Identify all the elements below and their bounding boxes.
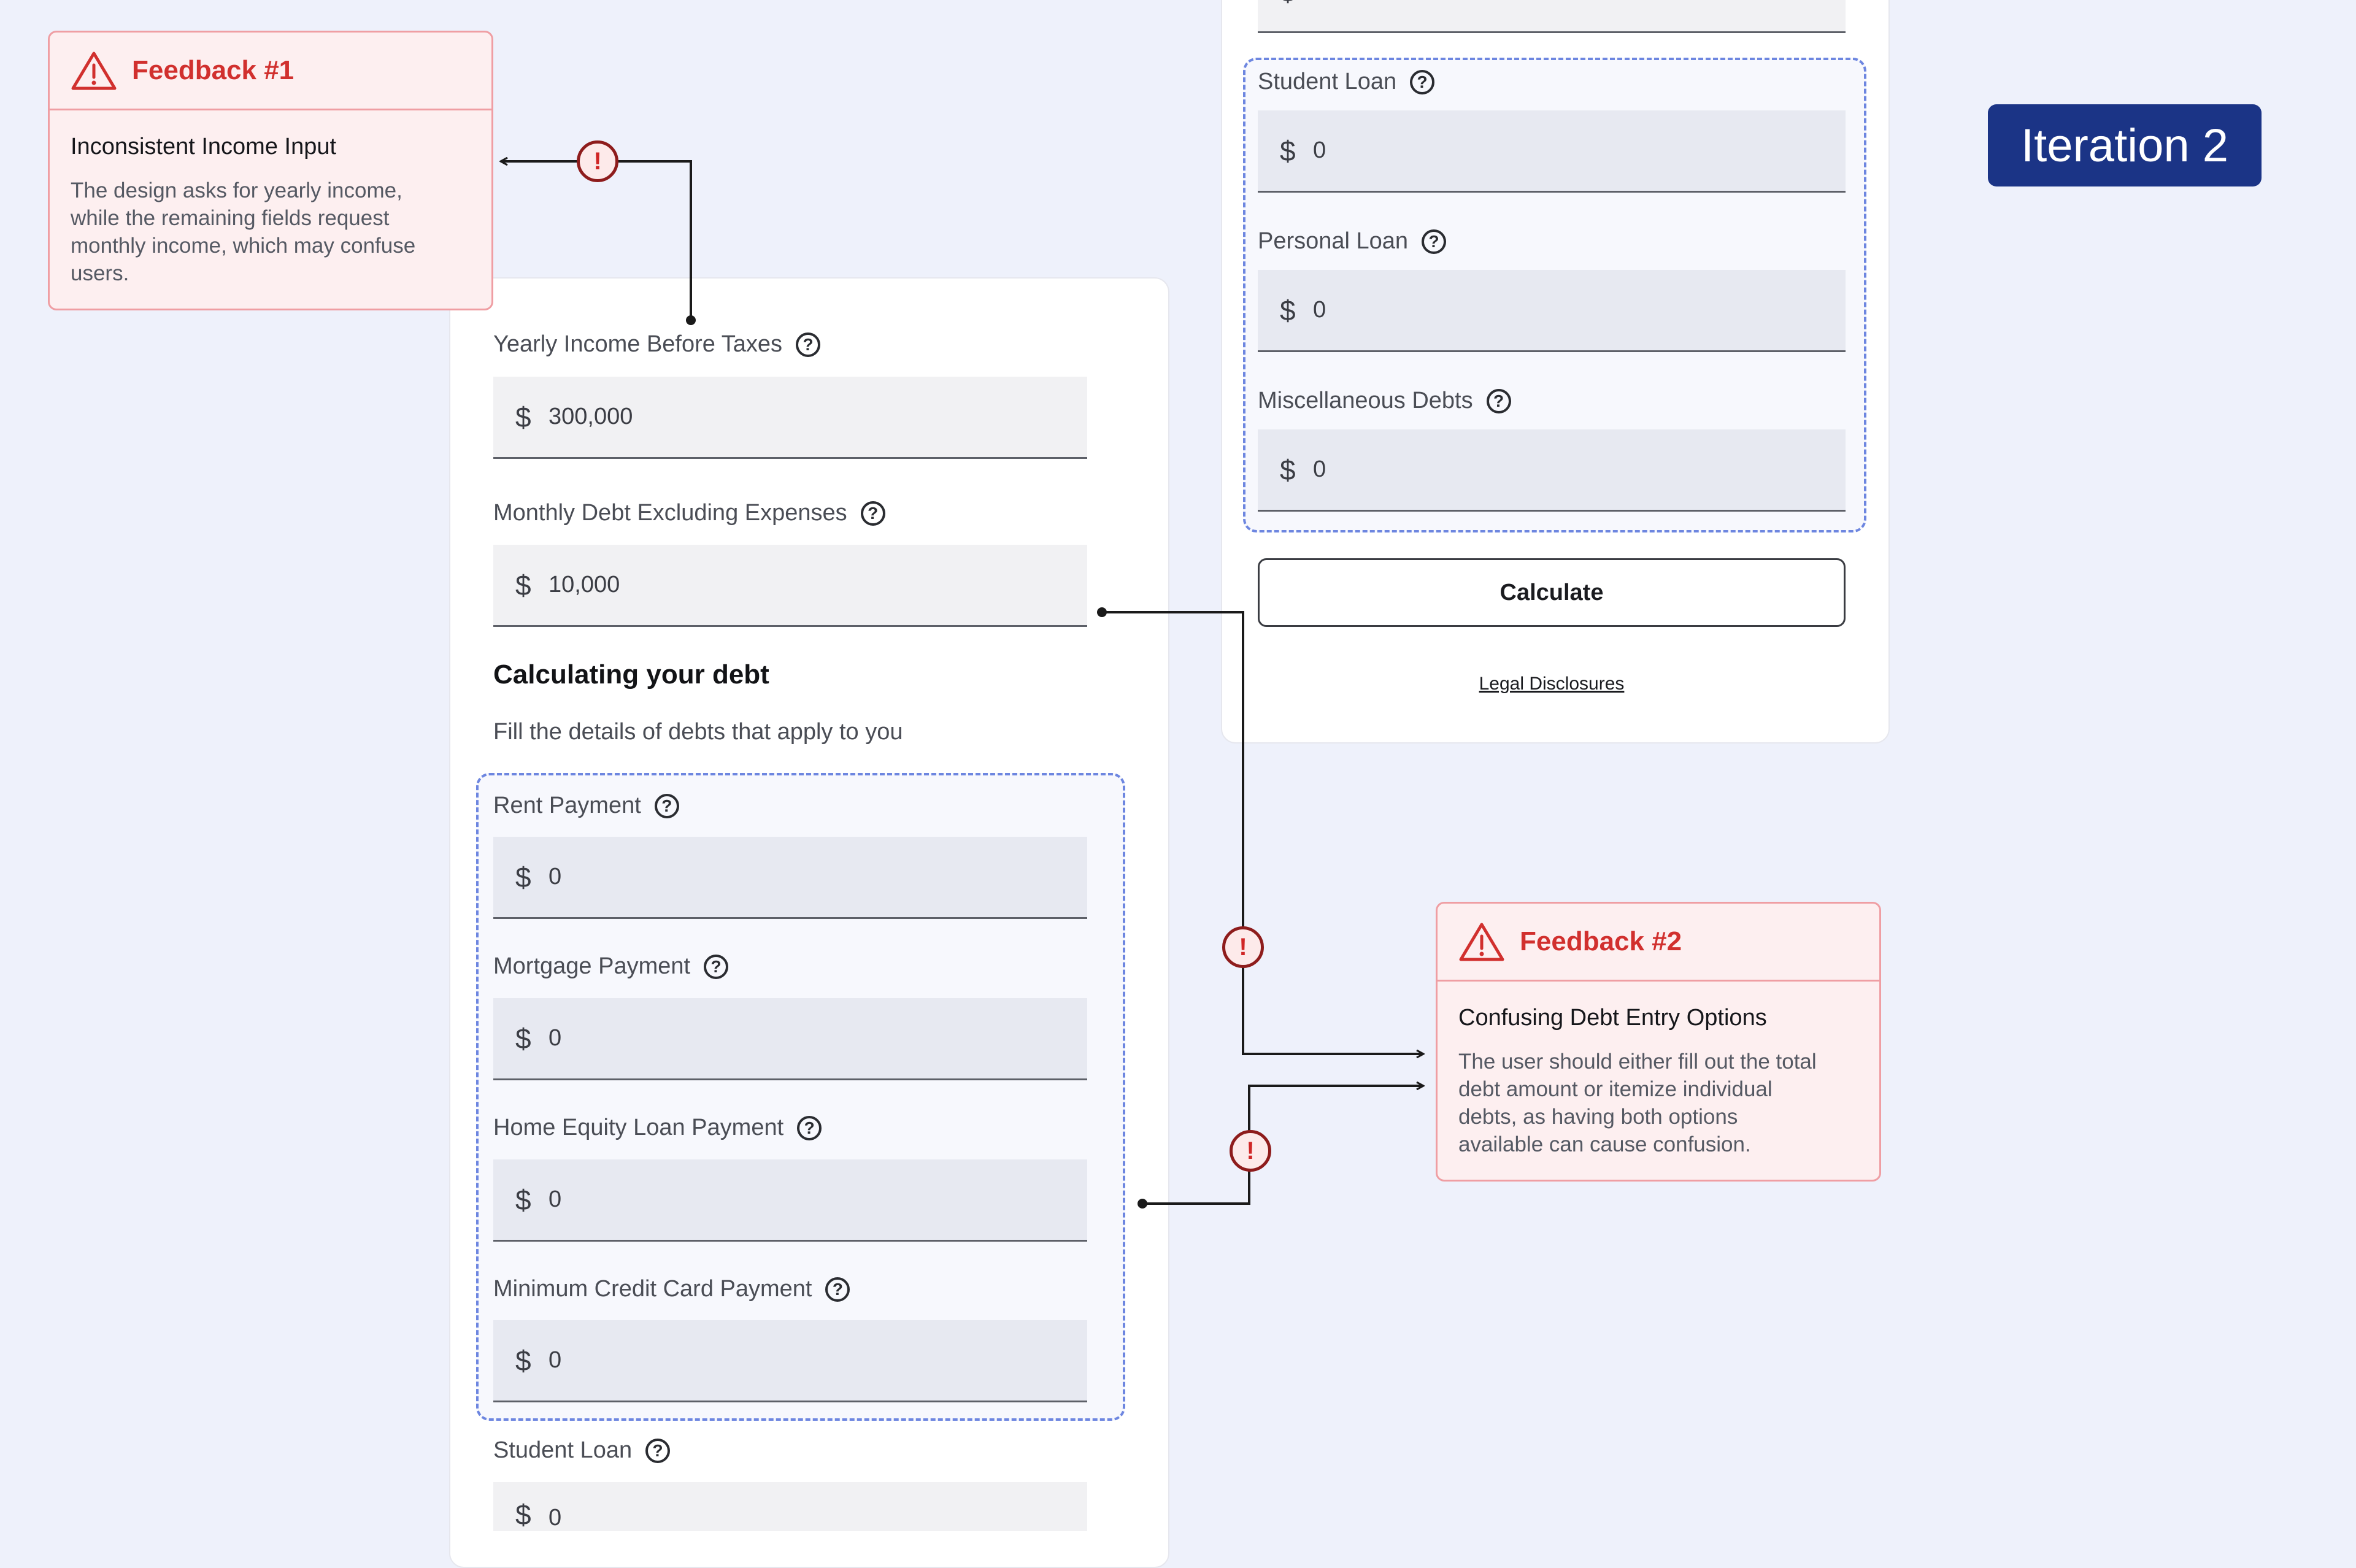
connector-feedback-2b xyxy=(1142,1086,1423,1205)
help-icon[interactable]: ? xyxy=(704,954,729,979)
feedback-header: Feedback #2 xyxy=(1438,904,1879,982)
legal-disclosures-link[interactable]: Legal Disclosures xyxy=(1479,674,1625,694)
misc-debts-label: Miscellaneous Debts ? xyxy=(1258,388,1511,414)
feedback-header: Feedback #1 xyxy=(50,33,491,110)
feedback-title: Feedback #2 xyxy=(1520,926,1682,956)
warning-triangle-icon xyxy=(71,52,117,90)
rent-payment-label: Rent Payment ? xyxy=(493,793,679,819)
mortgage-payment-input[interactable]: $ 0 xyxy=(493,998,1087,1080)
yearly-income-value: 300,000 xyxy=(549,404,633,429)
dollar-icon: $ xyxy=(1280,134,1296,167)
monthly-debt-input[interactable]: $ 10,000 xyxy=(493,545,1087,627)
help-icon[interactable]: ? xyxy=(645,1438,671,1463)
connector-anchor-dot xyxy=(1138,1199,1147,1209)
credit-card-input[interactable]: $ 0 xyxy=(493,1320,1087,1402)
feedback-title: Feedback #1 xyxy=(132,55,294,85)
dollar-icon: $ xyxy=(515,401,531,433)
monthly-debt-label: Monthly Debt Excluding Expenses ? xyxy=(493,500,885,526)
feedback-card-1: Feedback #1 Inconsistent Income Input Th… xyxy=(48,31,493,310)
help-icon[interactable]: ? xyxy=(860,501,885,526)
yearly-income-label: Yearly Income Before Taxes ? xyxy=(493,331,821,358)
help-icon[interactable]: ? xyxy=(1486,388,1511,413)
student-loan-label: Student Loan ? xyxy=(493,1437,671,1464)
partial-top-input[interactable]: $ 0 xyxy=(1258,0,1846,33)
section-subtitle: Fill the details of debts that apply to … xyxy=(493,719,903,745)
section-title: Calculating your debt xyxy=(493,659,769,690)
help-icon[interactable]: ? xyxy=(825,1277,850,1302)
rent-payment-input[interactable]: $ 0 xyxy=(493,837,1087,919)
dollar-icon: $ xyxy=(1280,294,1296,326)
alert-marker-icon[interactable]: ! xyxy=(1222,926,1264,968)
student-loan-input[interactable]: $ 0 xyxy=(1258,110,1846,193)
monthly-debt-value: 10,000 xyxy=(549,572,620,598)
credit-card-label: Minimum Credit Card Payment ? xyxy=(493,1276,850,1302)
dollar-icon: $ xyxy=(515,1022,531,1055)
mortgage-payment-label: Mortgage Payment ? xyxy=(493,953,729,980)
connector-anchor-dot xyxy=(686,315,696,325)
alert-marker-icon[interactable]: ! xyxy=(1230,1130,1271,1172)
connector-anchor-dot xyxy=(1097,607,1107,617)
home-equity-label: Home Equity Loan Payment ? xyxy=(493,1115,822,1141)
home-equity-input[interactable]: $ 0 xyxy=(493,1159,1087,1242)
feedback-body: The user should either fill out the tota… xyxy=(1458,1050,1817,1156)
dollar-icon: $ xyxy=(515,569,531,601)
connector-feedback-2a xyxy=(1102,611,1423,1054)
help-icon[interactable]: ? xyxy=(1422,229,1447,254)
dollar-icon: $ xyxy=(1280,0,1309,8)
help-icon[interactable]: ? xyxy=(797,1115,822,1140)
connector-feedback-1 xyxy=(501,161,692,320)
feedback-card-2: Feedback #2 Confusing Debt Entry Options… xyxy=(1436,902,1881,1182)
feedback-subtitle: Confusing Debt Entry Options xyxy=(1458,1005,1767,1031)
warning-triangle-icon xyxy=(1459,923,1504,961)
alert-marker-icon[interactable]: ! xyxy=(577,140,618,182)
iteration-badge: Iteration 2 xyxy=(1988,104,2262,186)
calculate-button[interactable]: Calculate xyxy=(1258,558,1846,627)
feedback-subtitle: Inconsistent Income Input xyxy=(71,134,337,159)
student-loan-input[interactable]: $ 0 xyxy=(493,1482,1087,1531)
dollar-icon: $ xyxy=(515,861,531,893)
help-icon[interactable]: ? xyxy=(796,332,821,357)
personal-loan-input[interactable]: $ 0 xyxy=(1258,270,1846,352)
dollar-icon: $ xyxy=(515,1183,531,1216)
feedback-body: The design asks for yearly income, while… xyxy=(71,179,416,285)
dollar-icon: $ xyxy=(515,1344,531,1377)
help-icon[interactable]: ? xyxy=(1410,69,1435,94)
dollar-icon: $ xyxy=(1280,453,1296,486)
misc-debts-input[interactable]: $ 0 xyxy=(1258,429,1846,512)
student-loan-label: Student Loan ? xyxy=(1258,69,1435,95)
yearly-income-input[interactable]: $ 300,000 xyxy=(493,377,1087,459)
personal-loan-label: Personal Loan ? xyxy=(1258,228,1447,255)
dollar-icon: $ xyxy=(515,1499,531,1531)
help-icon[interactable]: ? xyxy=(654,793,679,818)
